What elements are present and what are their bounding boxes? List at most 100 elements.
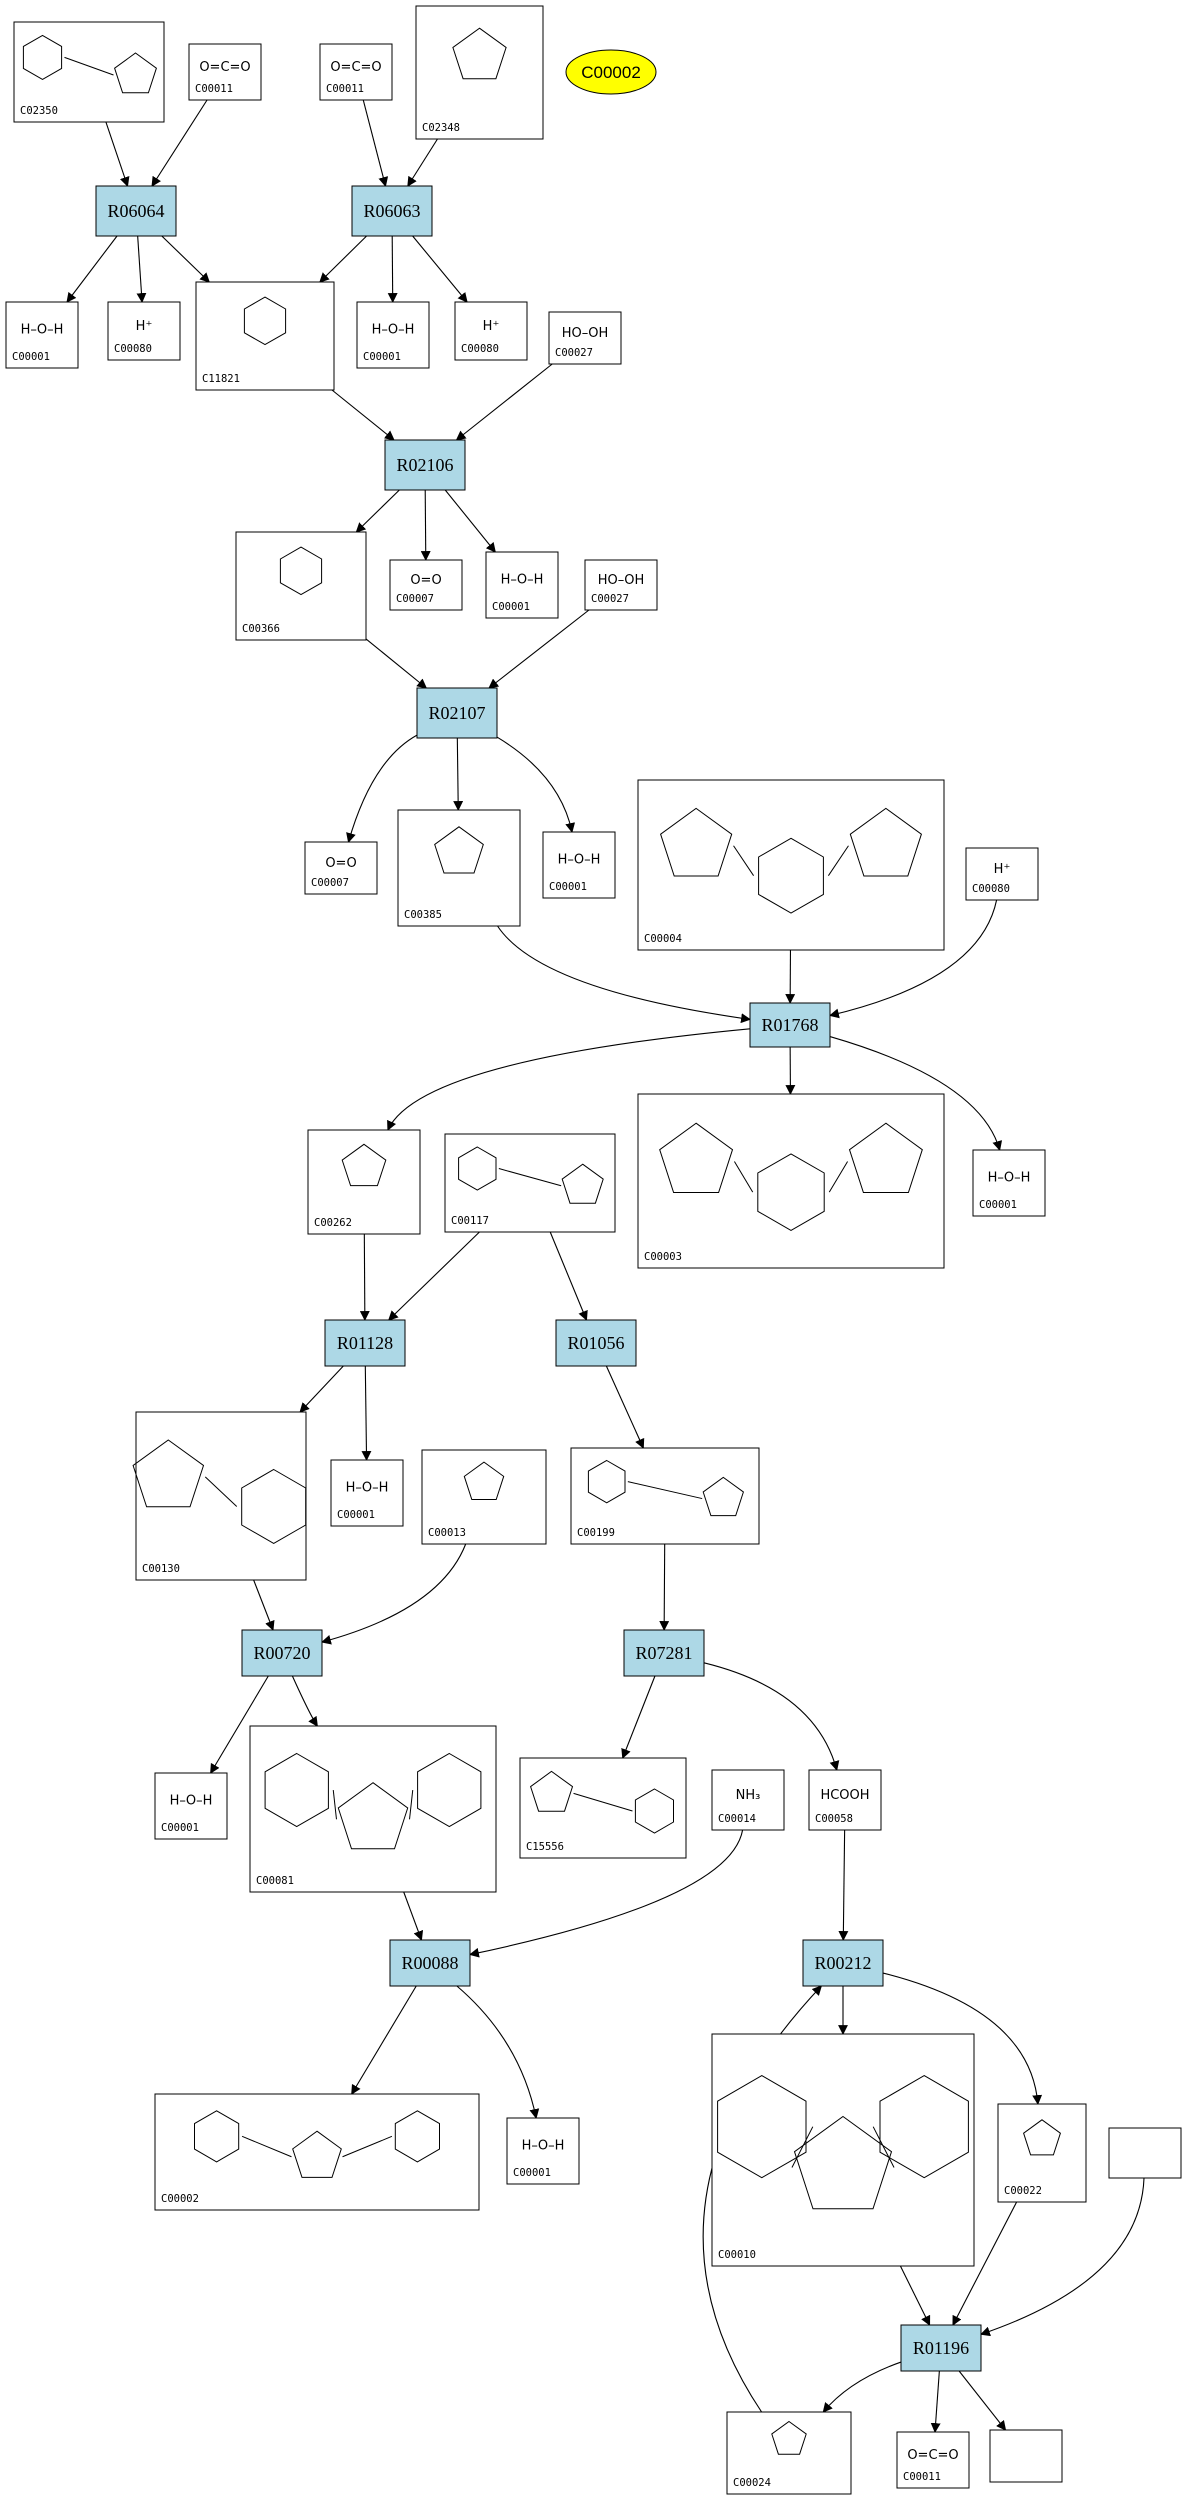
compound-formula: O=C=O — [199, 60, 250, 75]
compound-node-blank-b[interactable] — [989, 2429, 1063, 2483]
edge-c00010-to-R01196 — [899, 2265, 931, 2326]
reaction-node-r02106[interactable]: R02106 — [384, 439, 466, 491]
edge-c00080_c-to-R01768 — [829, 899, 998, 1019]
highlight-compound-node[interactable]: C00002 — [565, 49, 657, 95]
reaction-node-r01128[interactable]: R01128 — [324, 1319, 406, 1367]
compound-node-c00262[interactable]: C00262 — [307, 1129, 421, 1235]
reaction-node-r01056[interactable]: R01056 — [555, 1319, 637, 1367]
edge-c00385-to-R01768 — [497, 925, 751, 1024]
compound-id-label: C00004 — [644, 933, 682, 945]
reaction-label: R06064 — [107, 201, 164, 221]
structure-drawing-icon — [463, 1461, 505, 1500]
edge-c00130-to-R00720 — [253, 1579, 275, 1631]
compound-id-label: C00262 — [314, 1217, 352, 1229]
reaction-node-r01768[interactable]: R01768 — [749, 1002, 831, 1048]
compound-node-c15556[interactable]: C15556 — [519, 1757, 687, 1859]
compound-node-c00130[interactable]: C00130 — [132, 1411, 307, 1581]
compound-node-c00385[interactable]: C00385 — [397, 809, 521, 927]
structure-drawing-icon — [659, 1122, 923, 1231]
compound-node-c00117[interactable]: C00117 — [444, 1133, 616, 1233]
compound-formula: H⁺ — [994, 862, 1011, 877]
compound-node-c00004[interactable]: C00004 — [637, 779, 945, 951]
reaction-label: R00212 — [814, 1953, 871, 1973]
edge-c00058-to-R00212 — [838, 1829, 849, 1941]
compound-node-c00024[interactable]: C00024 — [726, 2411, 852, 2495]
reaction-node-r00212[interactable]: R00212 — [802, 1939, 884, 1987]
structure-drawing-icon — [264, 1752, 482, 1850]
compound-id-label: C02348 — [422, 122, 460, 134]
edge-R06063-to-c00080_b — [412, 235, 468, 303]
edge-R02106-to-c00007_a — [420, 489, 431, 561]
compound-node-c00366[interactable]: C00366 — [235, 531, 367, 641]
compound-node-blank-a[interactable] — [1108, 2127, 1182, 2179]
edge-R02107-to-c00001_d — [496, 736, 576, 833]
compound-node-c00080-b[interactable]: H⁺C00080 — [454, 301, 528, 361]
compound-formula: H–O–H — [170, 1794, 213, 1809]
compound-formula: HO–OH — [598, 573, 645, 588]
compound-node-c00022[interactable]: C00022 — [997, 2103, 1087, 2203]
reaction-node-r02107[interactable]: R02107 — [416, 687, 498, 739]
reaction-node-r01196[interactable]: R01196 — [900, 2324, 982, 2372]
edge-R00088-to-c00001_h — [456, 1985, 540, 2119]
compound-formula: H–O–H — [21, 323, 64, 338]
structure-drawing-icon — [458, 1146, 604, 1204]
compound-node-c00002[interactable]: C00002 — [154, 2093, 480, 2211]
reaction-node-r06064[interactable]: R06064 — [95, 185, 177, 237]
compound-id-label: C00130 — [142, 1563, 180, 1575]
reaction-node-r07281[interactable]: R07281 — [623, 1629, 705, 1677]
structure-drawing-icon — [194, 2110, 440, 2178]
compound-formula: H–O–H — [346, 1481, 389, 1496]
structure-drawing-icon — [452, 27, 507, 80]
compound-id-label: C00011 — [195, 83, 233, 95]
structure-drawing-icon — [1023, 2119, 1061, 2156]
compound-id-label: C00010 — [718, 2249, 756, 2261]
compound-id-label: C00014 — [718, 1813, 756, 1825]
compound-id-label: C02350 — [20, 105, 58, 117]
edge-c00366-to-R02107 — [365, 638, 428, 689]
compound-node-c00080-a[interactable]: H⁺C00080 — [107, 301, 181, 361]
reaction-node-r00720[interactable]: R00720 — [241, 1629, 323, 1677]
reaction-node-r06063[interactable]: R06063 — [351, 185, 433, 237]
compound-node-c00081[interactable]: C00081 — [249, 1725, 497, 1893]
compound-node-c00003[interactable]: C00003 — [637, 1093, 945, 1269]
structure-drawing-icon — [771, 2420, 807, 2455]
compound-node-c00010[interactable]: C00010 — [711, 2033, 975, 2267]
structure-drawing-icon — [243, 296, 287, 346]
edge-c00027_a-to-R02106 — [455, 363, 553, 441]
compound-node-c00013[interactable]: C00013 — [421, 1449, 547, 1545]
compound-id-label: C00007 — [311, 877, 349, 889]
structure-drawing-icon — [341, 1143, 387, 1187]
reaction-label: R00720 — [253, 1643, 310, 1663]
compound-node-c02350[interactable]: C02350 — [13, 21, 165, 123]
compound-node-c02348[interactable]: C02348 — [415, 5, 544, 140]
compound-node-c00199[interactable]: C00199 — [570, 1447, 760, 1545]
edge-R00212-to-c00022 — [882, 1972, 1043, 2105]
compound-id-label: C00002 — [161, 2193, 199, 2205]
reaction-node-r00088[interactable]: R00088 — [389, 1939, 471, 1987]
compound-node-c00011-a[interactable]: O=C=O C00011 — [188, 43, 262, 101]
reaction-label: R07281 — [635, 1643, 692, 1663]
compound-node-c00080-c[interactable]: H⁺C00080 — [965, 847, 1039, 901]
compound-id-label: C15556 — [526, 1841, 564, 1853]
compound-id-label: C00001 — [363, 351, 401, 363]
edge-R02107-to-c00007_b — [346, 734, 418, 843]
compound-formula: HCOOH — [820, 1788, 869, 1803]
compound-node-c11821[interactable]: C11821 — [195, 281, 335, 391]
